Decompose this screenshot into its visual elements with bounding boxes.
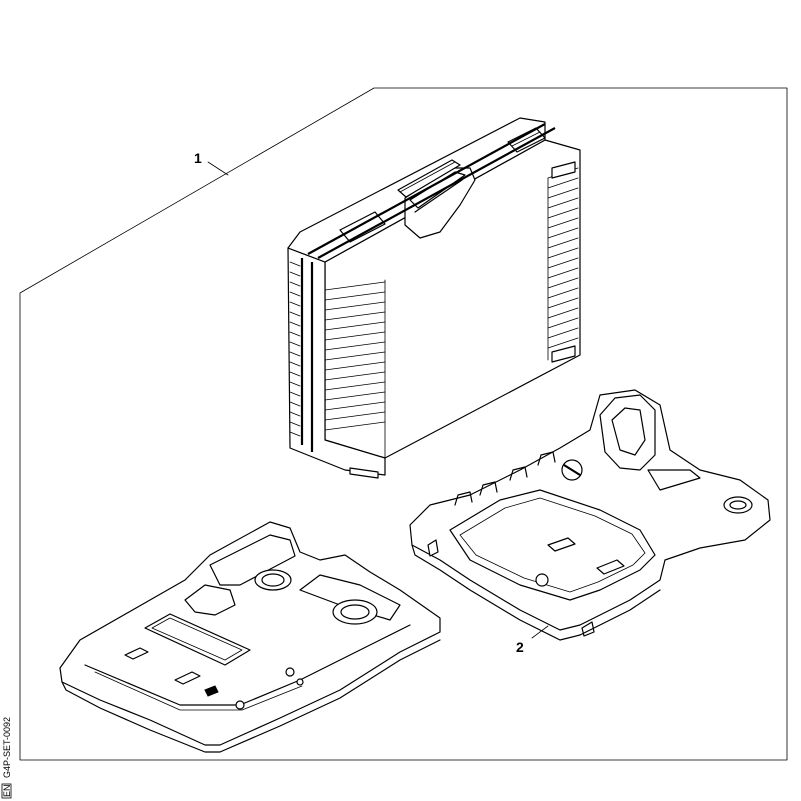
callout-2: 2 [516,625,549,655]
corner-code-box: EN [1,783,12,799]
callout-label-1: 1 [194,150,202,166]
case-ribs-front [324,279,386,459]
carrying-case [287,117,581,479]
case-ribs-left [289,261,301,437]
case-insert-tray-left [59,521,441,753]
callout-label-2: 2 [516,639,524,655]
drawing-code-vertical: G4P-SET-0092 [2,717,12,778]
case-insert-tray [409,389,771,641]
svg-text:G4P-SET-0092: G4P-SET-0092 [2,717,12,778]
assembly-frame [19,87,788,761]
svg-text:EN: EN [2,784,12,797]
callout-1: 1 [194,150,229,176]
